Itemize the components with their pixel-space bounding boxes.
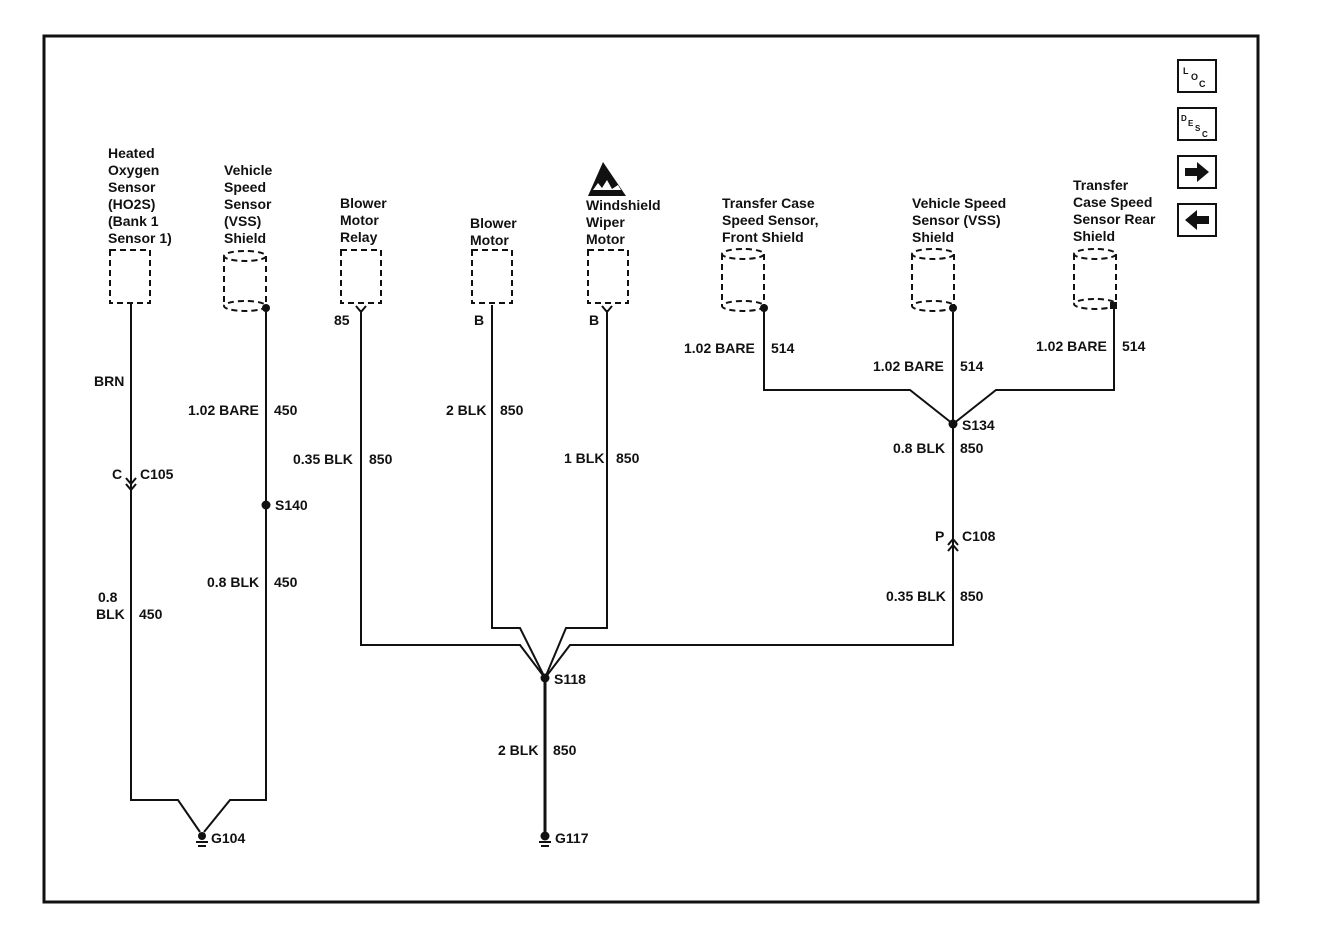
tc-rear-circuit-label: 514 (1122, 338, 1146, 354)
relay-gauge-label: 0.35 BLK (293, 451, 353, 467)
s134-splice (948, 419, 958, 429)
loc-button[interactable]: L O C (1177, 59, 1217, 93)
blower-relay-label: Blower Motor Relay (340, 195, 391, 245)
blower-gauge-label: 2 BLK (446, 402, 486, 418)
c108-label: C108 (962, 528, 996, 544)
wire-vss-left (203, 308, 267, 833)
wire-blower (491, 305, 546, 679)
g117-ground-icon (539, 831, 551, 847)
tc-rear-label: Transfer Case Speed Sensor Rear Shield (1073, 177, 1159, 244)
ho2s-box (109, 249, 151, 304)
tc-rear-gauge-label: 1.02 BARE (1036, 338, 1107, 354)
wire-tc-front (763, 308, 954, 425)
wiper-pin-label: B (589, 312, 599, 328)
c108-gauge-label: 0.35 BLK (886, 588, 946, 604)
relay-circuit-label: 850 (369, 451, 393, 467)
s134-label: S134 (962, 417, 995, 433)
blower-relay-box (340, 249, 382, 304)
relay-pin-icon (355, 305, 367, 314)
tc-rear-terminal (1110, 302, 1117, 309)
vss-right-terminal (949, 304, 957, 312)
s118-splice (540, 673, 550, 683)
vss-left-terminal (262, 304, 270, 312)
tc-rear-shield (1073, 248, 1117, 310)
g117-circuit-label: 850 (553, 742, 577, 758)
vss-top-gauge-label: 1.02 BARE (188, 402, 259, 418)
loc-icon: L O C (1183, 66, 1206, 89)
relay-pin-label: 85 (334, 312, 350, 328)
vss-right-gauge-label: 1.02 BARE (873, 358, 944, 374)
g117-label: G117 (555, 830, 589, 846)
svg-text:O: O (1191, 72, 1198, 82)
c105-label: C105 (140, 466, 174, 482)
tc-front-label: Transfer Case Speed Sensor, Front Shield (722, 195, 822, 245)
ho2s-label: Heated Oxygen Sensor (HO2S) (Bank 1 Sens… (108, 145, 172, 246)
blower-motor-box (471, 249, 513, 304)
wire-relay (360, 310, 546, 679)
s140-label: S140 (275, 497, 308, 513)
desc-button[interactable]: D E S C (1177, 107, 1217, 141)
vss-bottom-circuit-label: 450 (274, 574, 298, 590)
svg-text:C: C (1202, 130, 1208, 139)
vss-right-label: Vehicle Speed Sensor (VSS) Shield (912, 195, 1010, 245)
desc-icon: D E S C (1181, 114, 1208, 139)
wiper-gauge-label: 1 BLK (564, 450, 604, 466)
ho2s-color-label: BRN (94, 373, 124, 389)
left-arrow-icon (1185, 210, 1209, 230)
tc-front-shield (721, 248, 765, 312)
ho2s-circuit-label: 450 (139, 606, 163, 622)
vss-bottom-gauge-label: 0.8 BLK (207, 574, 259, 590)
right-arrow-icon (1185, 162, 1209, 182)
blower-motor-label: Blower Motor (470, 215, 521, 248)
vss-left-label: Vehicle Speed Sensor (VSS) Shield (224, 162, 276, 246)
c108-pin-label: P (935, 528, 944, 544)
wiper-motor-label: Windshield Wiper Motor (586, 197, 664, 247)
wiper-motor-box (587, 249, 629, 304)
blower-pin-label: B (474, 312, 484, 328)
esd-warning-icon (588, 162, 626, 196)
s134-circuit-label: 850 (960, 440, 984, 456)
prev-button[interactable] (1177, 203, 1217, 237)
blower-circuit-label: 850 (500, 402, 524, 418)
s140-splice (261, 500, 271, 510)
wire-tc-rear (952, 306, 1115, 425)
svg-text:C: C (1199, 79, 1206, 89)
svg-text:L: L (1183, 66, 1189, 76)
diagram-frame (42, 34, 1260, 904)
svg-text:S: S (1195, 124, 1201, 133)
tc-front-gauge-label: 1.02 BARE (684, 340, 755, 356)
wire-ho2s (130, 303, 201, 833)
wiper-pin-icon (601, 305, 613, 314)
g104-ground-icon (196, 832, 208, 847)
s118-label: S118 (554, 671, 586, 687)
s134-gauge-label: 0.8 BLK (893, 440, 945, 456)
c108-connector-icon (947, 537, 959, 552)
vss-top-circuit-label: 450 (274, 402, 298, 418)
vss-left-shield (223, 250, 267, 312)
ho2s-color2-label: BLK (96, 606, 125, 622)
vss-right-shield (911, 248, 955, 312)
g104-label: G104 (211, 830, 245, 846)
svg-text:E: E (1188, 119, 1194, 128)
c108-circuit-label: 850 (960, 588, 984, 604)
svg-text:D: D (1181, 114, 1187, 123)
ho2s-gauge-label: 0.8 (98, 589, 118, 605)
wire-wiper (544, 310, 608, 679)
c105-pin-label: C (112, 466, 122, 482)
wire-c108 (544, 312, 954, 679)
c105-connector-icon (125, 477, 137, 492)
vss-right-circuit-label: 514 (960, 358, 984, 374)
tc-front-terminal (760, 304, 768, 312)
wiper-circuit-label: 850 (616, 450, 640, 466)
tc-front-circuit-label: 514 (771, 340, 795, 356)
next-button[interactable] (1177, 155, 1217, 189)
g117-gauge-label: 2 BLK (498, 742, 538, 758)
